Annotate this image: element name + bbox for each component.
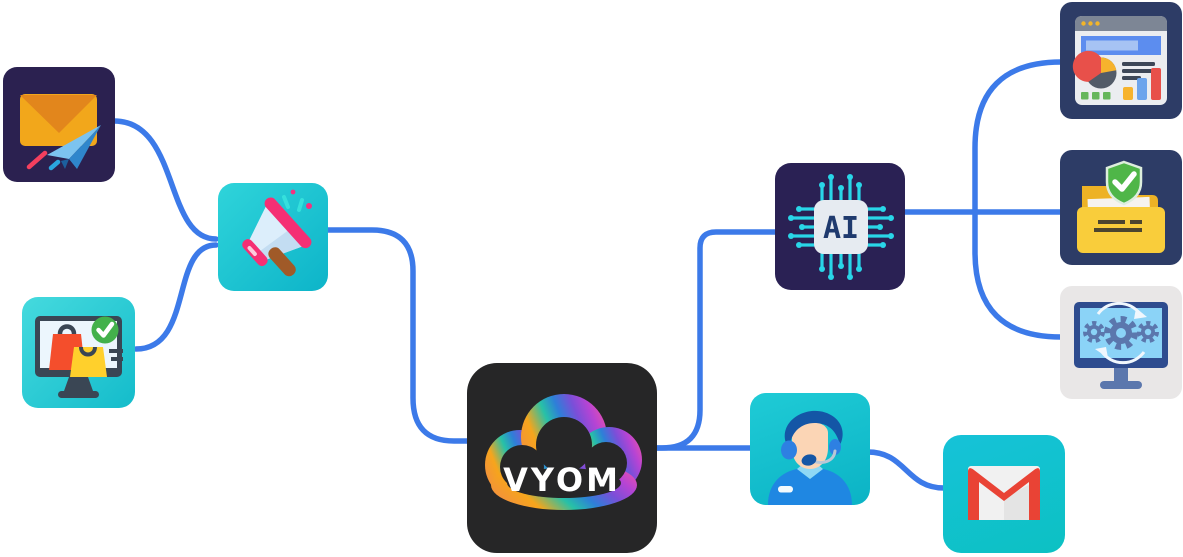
megaphone-icon [242,189,312,277]
monitor-gears-icon [1074,301,1168,389]
connector-ai-monitor [972,209,1064,340]
node-ai-processor: AI [775,163,905,290]
dashboard-report-icon [1072,16,1167,105]
node-vyom-platform: VYOM [467,363,657,553]
connector-shopping-megaphone [133,242,219,352]
connector-vyom-ai [653,229,779,451]
support-agent-icon [768,410,852,505]
folder-shield-check-icon [1077,160,1165,253]
connector-email-megaphone [111,118,219,242]
node-marketing-megaphone [218,183,328,291]
connector-megaphone-vyom [325,227,471,444]
node-online-shopping [22,297,135,408]
node-process-automation [1060,286,1182,399]
node-analytics-dashboard [1060,2,1182,119]
connector-ai-dashboard [972,59,1064,215]
ai-chip-icon: AI [788,174,894,280]
envelope-paper-plane-icon [20,94,101,171]
node-customer-support [750,393,870,505]
node-email-campaign [3,67,115,182]
gmail-icon [968,466,1040,520]
shopping-bags-monitor-icon [35,316,123,398]
node-secure-documents [1060,150,1182,265]
node-gmail [943,435,1065,553]
connector-support-gmail [865,449,947,491]
vyom-cloud-logo: VYOM [485,394,642,510]
vyom-wordmark: VYOM [503,461,621,499]
ai-label: AI [823,211,859,246]
